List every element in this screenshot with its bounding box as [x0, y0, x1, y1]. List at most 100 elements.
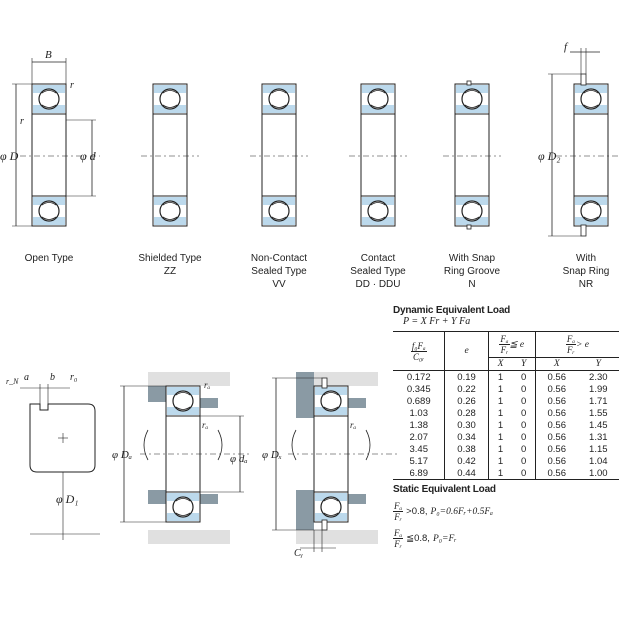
- cell-Y2: 1.15: [589, 443, 608, 455]
- cell-Y2: 1.04: [589, 455, 608, 467]
- dim-r0: r₀: [70, 372, 78, 383]
- cell-Y2: 1.71: [589, 395, 608, 407]
- dim-a: a: [24, 372, 29, 383]
- cell-ratio: 0.689: [393, 395, 446, 407]
- cell-Y1: 0: [512, 431, 536, 443]
- static-frac-1-num: Fₐ: [393, 501, 404, 512]
- cell-X1: 1: [497, 431, 504, 443]
- static-eq-2: P₀=Fᵣ: [432, 533, 457, 544]
- cell-X2: 0.56: [547, 431, 566, 443]
- dim-D: φ D: [0, 149, 19, 163]
- bearing-snapgroove-drawing: [443, 80, 501, 230]
- cell-e: 0.28: [444, 407, 489, 419]
- cell-X2: 0.56: [547, 383, 566, 395]
- dim-ra-inner: rₐ: [202, 420, 209, 430]
- static-eq-1: P₀=0.6Fᵣ+0.5Fₐ: [430, 506, 493, 517]
- caption-snapring: With Snap Ring NR: [546, 252, 626, 291]
- dim-b: b: [50, 372, 55, 383]
- bearing-contact-drawing: [349, 83, 407, 227]
- load-panel: Dynamic Equivalent Load P = X Fr + Y Fa …: [393, 305, 623, 549]
- cell-Y2: 1.00: [589, 467, 608, 479]
- caption-noncontact-text: Non-Contact Sealed Type VV: [250, 253, 308, 290]
- cell-ratio: 0.172: [393, 370, 446, 383]
- dim-D2: φ D₂: [538, 149, 560, 163]
- cond-le-num: Fₐ: [499, 334, 510, 345]
- dim-f: f: [564, 41, 569, 53]
- cell-X1: 1: [497, 455, 504, 467]
- cell-ratio: 6.89: [393, 467, 446, 480]
- bearing-snapring-drawing: [548, 48, 620, 237]
- dim-r-top: r: [70, 80, 74, 91]
- caption-contact-text: Contact Sealed Type DD · DDU: [350, 253, 406, 290]
- caption-snapring-text: With Snap Ring NR: [562, 253, 610, 290]
- cell-ratio: 5.17: [393, 455, 446, 467]
- bearing-open-drawing: [12, 58, 100, 227]
- bearing-noncontact-drawing: [250, 83, 308, 227]
- dim-DX: φ Dₓ: [262, 449, 282, 461]
- cell-X2: 0.56: [547, 467, 566, 479]
- header-e: e: [444, 331, 489, 371]
- mounting-drawing: [120, 372, 250, 544]
- dim-d: φ d: [80, 149, 97, 163]
- static-frac-2-den: Fᵣ: [394, 539, 402, 549]
- caption-snapgroove: With Snap Ring Groove N: [427, 252, 517, 291]
- bearing-shielded-drawing: [141, 83, 199, 227]
- cell-X1: 1: [497, 443, 504, 455]
- cond-gt-num: Fₐ: [565, 334, 576, 345]
- cell-Y1: 0: [512, 443, 536, 455]
- cell-X1: 1: [497, 395, 504, 407]
- header-X1: X: [497, 359, 504, 369]
- cell-X1: 1: [497, 383, 504, 395]
- static-frac-2-num: Fₐ: [393, 528, 404, 539]
- caption-open-text: Open Type: [24, 253, 74, 264]
- dim-B: B: [45, 49, 52, 61]
- snapring-mounting-drawing: [272, 372, 398, 552]
- dim-Da: φ Dₐ: [112, 449, 132, 461]
- cell-ratio: 3.45: [393, 443, 446, 455]
- snap-groove-detail-drawing: [20, 384, 100, 540]
- header-ratio-num: f₀Fₐ: [410, 340, 427, 352]
- cell-Y1: 0: [512, 407, 536, 419]
- caption-shielded: Shielded Type ZZ: [125, 252, 215, 278]
- cell-e: 0.19: [444, 370, 489, 383]
- cell-Y1: 0: [512, 419, 536, 431]
- cell-X2: 0.56: [547, 407, 566, 419]
- cell-X1: 1: [497, 371, 504, 383]
- cell-e: 0.44: [444, 467, 489, 480]
- dim-da: φ dₐ: [230, 453, 248, 465]
- cell-X2: 0.56: [547, 419, 566, 431]
- cell-Y2: 1.45: [589, 419, 608, 431]
- dim-D1: φ D₁: [56, 492, 78, 506]
- cell-Y2: 1.99: [589, 383, 608, 395]
- header-X2: X: [553, 359, 560, 369]
- cell-Y2: 2.30: [589, 371, 608, 383]
- cond-gt-sym: > e: [575, 340, 589, 351]
- caption-contact: Contact Sealed Type DD · DDU: [333, 252, 423, 291]
- cell-e: 0.42: [444, 455, 489, 467]
- cell-Y1: 0: [512, 383, 536, 395]
- cond-le-den: Fᵣ: [500, 345, 509, 355]
- cell-X2: 0.56: [547, 455, 566, 467]
- caption-snapgroove-text: With Snap Ring Groove N: [443, 253, 501, 290]
- dim-CY: Cᵧ: [294, 548, 304, 559]
- header-Y2: Y: [595, 359, 601, 369]
- cell-e: 0.30: [444, 419, 489, 431]
- static-cond-2: ≦0.8,: [406, 533, 430, 544]
- cell-Y1: 0: [512, 395, 536, 407]
- cell-Y2: 1.31: [589, 431, 608, 443]
- dynamic-load-formula: P = X Fr + Y Fa: [403, 316, 471, 327]
- dim-ra-snap: rₐ: [350, 420, 357, 430]
